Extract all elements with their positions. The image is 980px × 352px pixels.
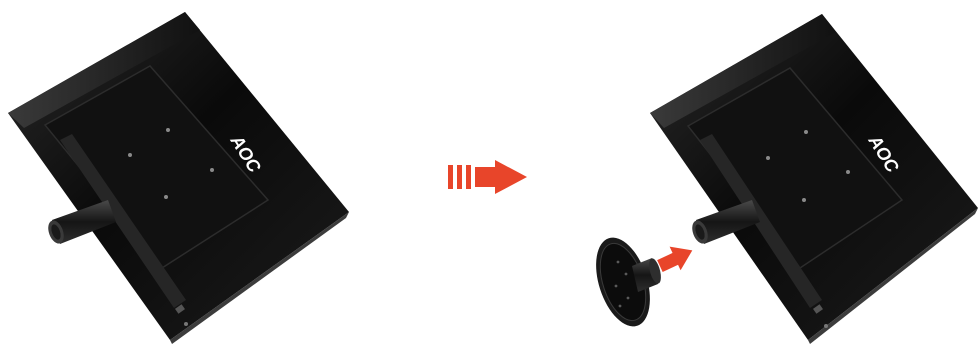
stand-base <box>586 231 663 333</box>
insert-arrow-icon <box>654 239 698 278</box>
monitor-back-right: AOC <box>650 14 978 344</box>
monitor-back-left: AOC <box>8 12 349 344</box>
progress-arrow-icon <box>448 160 527 194</box>
